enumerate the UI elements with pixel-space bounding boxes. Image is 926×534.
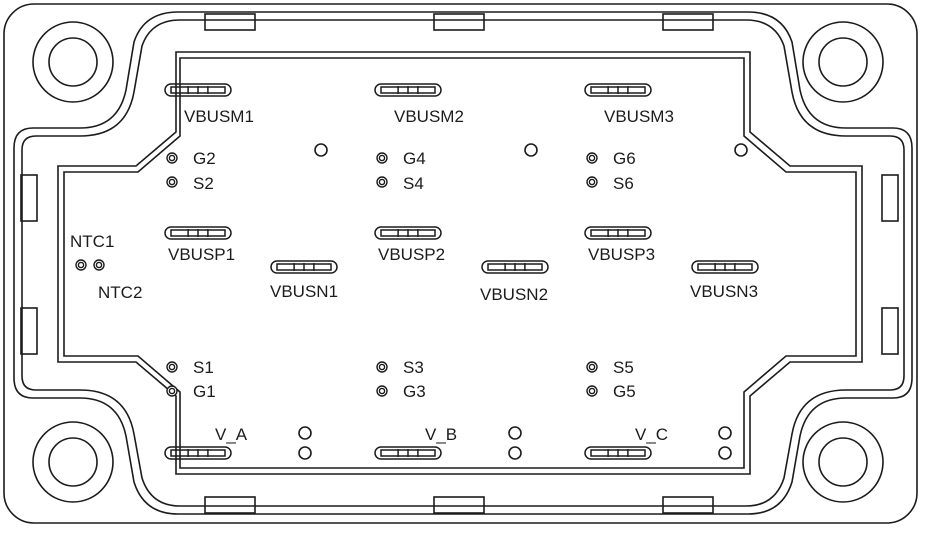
label-s1: S1 [193,358,214,377]
ntc-labels: NTC1 NTC2 [70,232,142,302]
label-vbusm2: VBUSM2 [394,107,464,126]
label-s5: S5 [613,358,634,377]
label-vbusm1: VBUSM1 [184,107,254,126]
gate-source-high-labels: G2 G4 G6 S2 S4 S6 [193,149,636,193]
cavity-outline-outer [57,51,863,475]
label-g2: G2 [193,149,216,168]
mounting-hole-bottom-left [32,421,114,503]
locating-hole [734,143,748,157]
locating-hole [298,426,312,440]
label-vbusp1: VBUSP1 [168,245,235,264]
vbusp3-pin [584,226,652,240]
source-low-pin-2 [376,361,388,373]
label-s2: S2 [193,174,214,193]
gate-source-low-labels: S1 S3 S5 G1 G3 G5 [193,358,636,401]
clip-bottom-1 [204,496,256,514]
vbusn2-pin [481,260,549,274]
gate-high-pin-1 [166,152,178,164]
vbusm-labels: VBUSM1 VBUSM2 VBUSM3 [184,107,674,126]
label-vbusn3: VBUSN3 [690,282,758,301]
label-g6: G6 [613,149,636,168]
mounting-hole-top-right [802,21,884,103]
phase-labels: V_A V_B V_C [215,425,668,444]
label-vbusp2: VBUSP2 [378,245,445,264]
label-s3: S3 [403,358,424,377]
clip-top-1 [204,13,256,31]
label-g4: G4 [403,149,426,168]
label-v-a: V_A [215,425,248,444]
locating-hole [508,426,522,440]
body-outline-inner [21,19,905,507]
source-low-pin-3 [586,361,598,373]
gate-high-pin-3 [586,152,598,164]
label-vbusn1: VBUSN1 [270,282,338,301]
clip-left-1 [20,174,38,222]
vbusn-labels: VBUSN1 VBUSN2 VBUSN3 [270,282,758,304]
ntc1-pin [75,259,87,271]
vbusp1-pin [164,226,232,240]
label-g1: G1 [193,382,216,401]
gate-low-pin-2 [376,385,388,397]
vbusp2-pin [374,226,442,240]
vbusm2-pin [374,83,442,97]
clip-bottom-3 [662,496,714,514]
label-v-b: V_B [425,425,457,444]
gate-high-pin-2 [376,152,388,164]
clip-right-1 [881,174,899,222]
vbusm1-pin [164,83,232,97]
mounting-hole-top-left [32,21,114,103]
label-vbusn2: VBUSN2 [480,285,548,304]
locating-hole [524,143,538,157]
label-vbusp3: VBUSP3 [588,245,655,264]
label-ntc2: NTC2 [98,283,142,302]
ntc2-pin [93,259,105,271]
label-s6: S6 [613,174,634,193]
gate-low-pin-3 [586,385,598,397]
phase-c-pin [584,446,652,460]
source-high-pin-1 [166,176,178,188]
gate-low-pin-1 [166,385,178,397]
locating-hole [718,446,732,460]
body-outline-outer [13,11,913,515]
label-g3: G3 [403,382,426,401]
locating-hole [508,446,522,460]
vbusp-labels: VBUSP1 VBUSP2 VBUSP3 [168,245,655,264]
label-g5: G5 [613,382,636,401]
vbusn3-pin [691,260,759,274]
outer-frame [3,3,918,524]
phase-a-pin [164,446,232,460]
label-vbusm3: VBUSM3 [604,107,674,126]
label-s4: S4 [403,174,424,193]
label-v-c: V_C [635,425,668,444]
source-low-pin-1 [166,361,178,373]
cavity-outline-inner [63,57,857,469]
clip-top-2 [433,13,485,31]
locating-hole [314,143,328,157]
clip-left-2 [20,307,38,355]
phase-b-pin [374,446,442,460]
mounting-hole-bottom-right [802,421,884,503]
clip-bottom-2 [433,496,485,514]
source-high-pin-2 [376,176,388,188]
locating-hole [718,426,732,440]
vbusm3-pin [584,83,652,97]
label-ntc1: NTC1 [70,232,114,251]
clip-right-2 [881,307,899,355]
source-high-pin-3 [586,176,598,188]
clip-top-3 [662,13,714,31]
vbusn1-pin [270,260,338,274]
locating-hole [298,446,312,460]
